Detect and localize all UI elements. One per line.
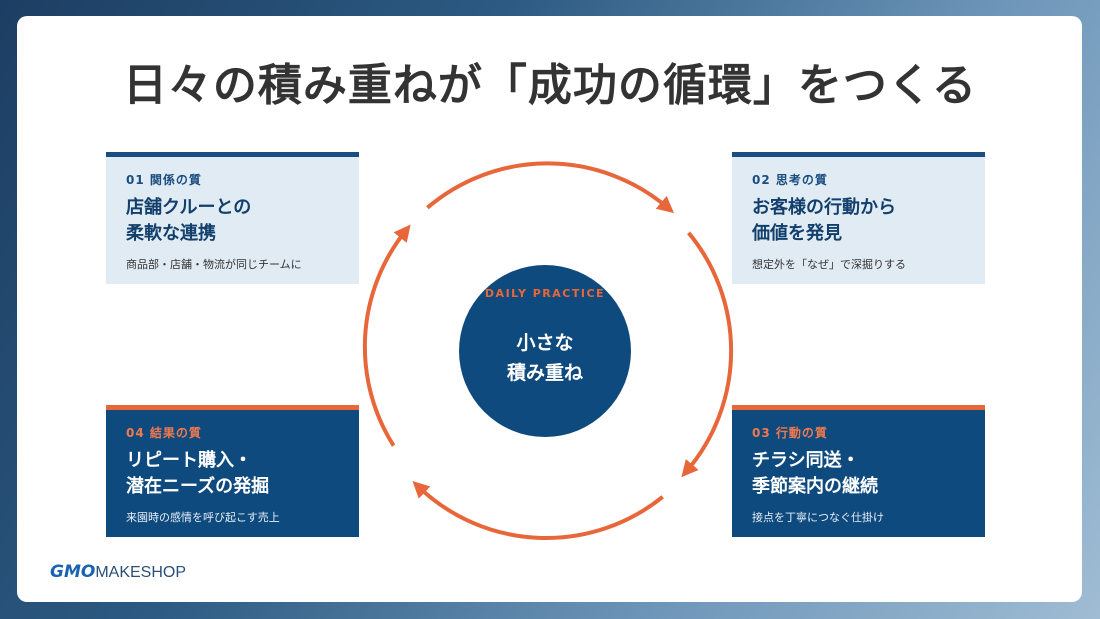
logo-makeshop: MAKESHOP: [95, 564, 187, 581]
cycle-arrow-bottom: [412, 481, 664, 540]
card-relationship-quality: 01 関係の質 店舗クルーとの 柔軟な連携 商品部・店舗・物流が同じチームに: [106, 152, 359, 284]
gmo-makeshop-logo: GMOMAKESHOP: [50, 562, 186, 583]
card-heading-line2: 季節案内の継続: [752, 476, 878, 497]
card-thinking-quality: 02 思考の質 お客様の行動から 価値を発見 想定外を「なぜ」で深掘りする: [732, 152, 985, 284]
center-text-line2: 積み重ね: [506, 362, 583, 384]
card-result-quality: 04 結果の質 リピート購入・ 潜在ニーズの発掘 来園時の感情を呼び起こす売上: [106, 405, 359, 537]
card-heading: チラシ同送・ 季節案内の継続: [752, 448, 965, 500]
center-text: 小さな 積み重ね: [459, 328, 631, 388]
cycle-arrow-top: [426, 161, 674, 214]
center-circle: [459, 265, 631, 437]
card-heading: お客様の行動から 価値を発見: [752, 195, 965, 247]
center-caption: DAILY PRACTICE: [484, 287, 606, 300]
card-heading-line2: 柔軟な連携: [126, 223, 216, 244]
card-number: 02 思考の質: [752, 173, 828, 187]
center-text-line1: 小さな: [516, 332, 574, 354]
card-description: 来園時の感情を呼び起こす売上: [126, 511, 280, 524]
card-heading-line1: お客様の行動から: [752, 197, 896, 218]
slide-title: 日々の積み重ねが「成功の循環」をつくる: [122, 60, 978, 111]
card-number: 04 結果の質: [126, 426, 202, 440]
card-action-quality: 03 行動の質 チラシ同送・ 季節案内の継続 接点を丁寧につなぐ仕掛け: [732, 405, 985, 537]
logo-gmo: GMO: [50, 562, 96, 582]
card-number: 01 関係の質: [126, 173, 202, 187]
card-description: 商品部・店舗・物流が同じチームに: [126, 258, 302, 271]
card-number: 03 行動の質: [752, 426, 828, 440]
card-description: 想定外を「なぜ」で深掘りする: [752, 258, 906, 271]
cycle-arrow-left: [362, 224, 411, 447]
card-heading-line2: 潜在ニーズの発掘: [126, 476, 270, 497]
card-heading-line1: チラシ同送・: [752, 450, 860, 471]
card-description: 接点を丁寧につなぐ仕掛け: [752, 511, 884, 524]
card-heading-line1: リピート購入・: [126, 450, 252, 471]
cycle-arrow-right: [681, 231, 734, 478]
card-heading: リピート購入・ 潜在ニーズの発掘: [126, 448, 339, 500]
card-heading: 店舗クルーとの 柔軟な連携: [126, 195, 339, 247]
card-heading-line1: 店舗クルーとの: [126, 197, 252, 218]
card-heading-line2: 価値を発見: [752, 223, 842, 244]
